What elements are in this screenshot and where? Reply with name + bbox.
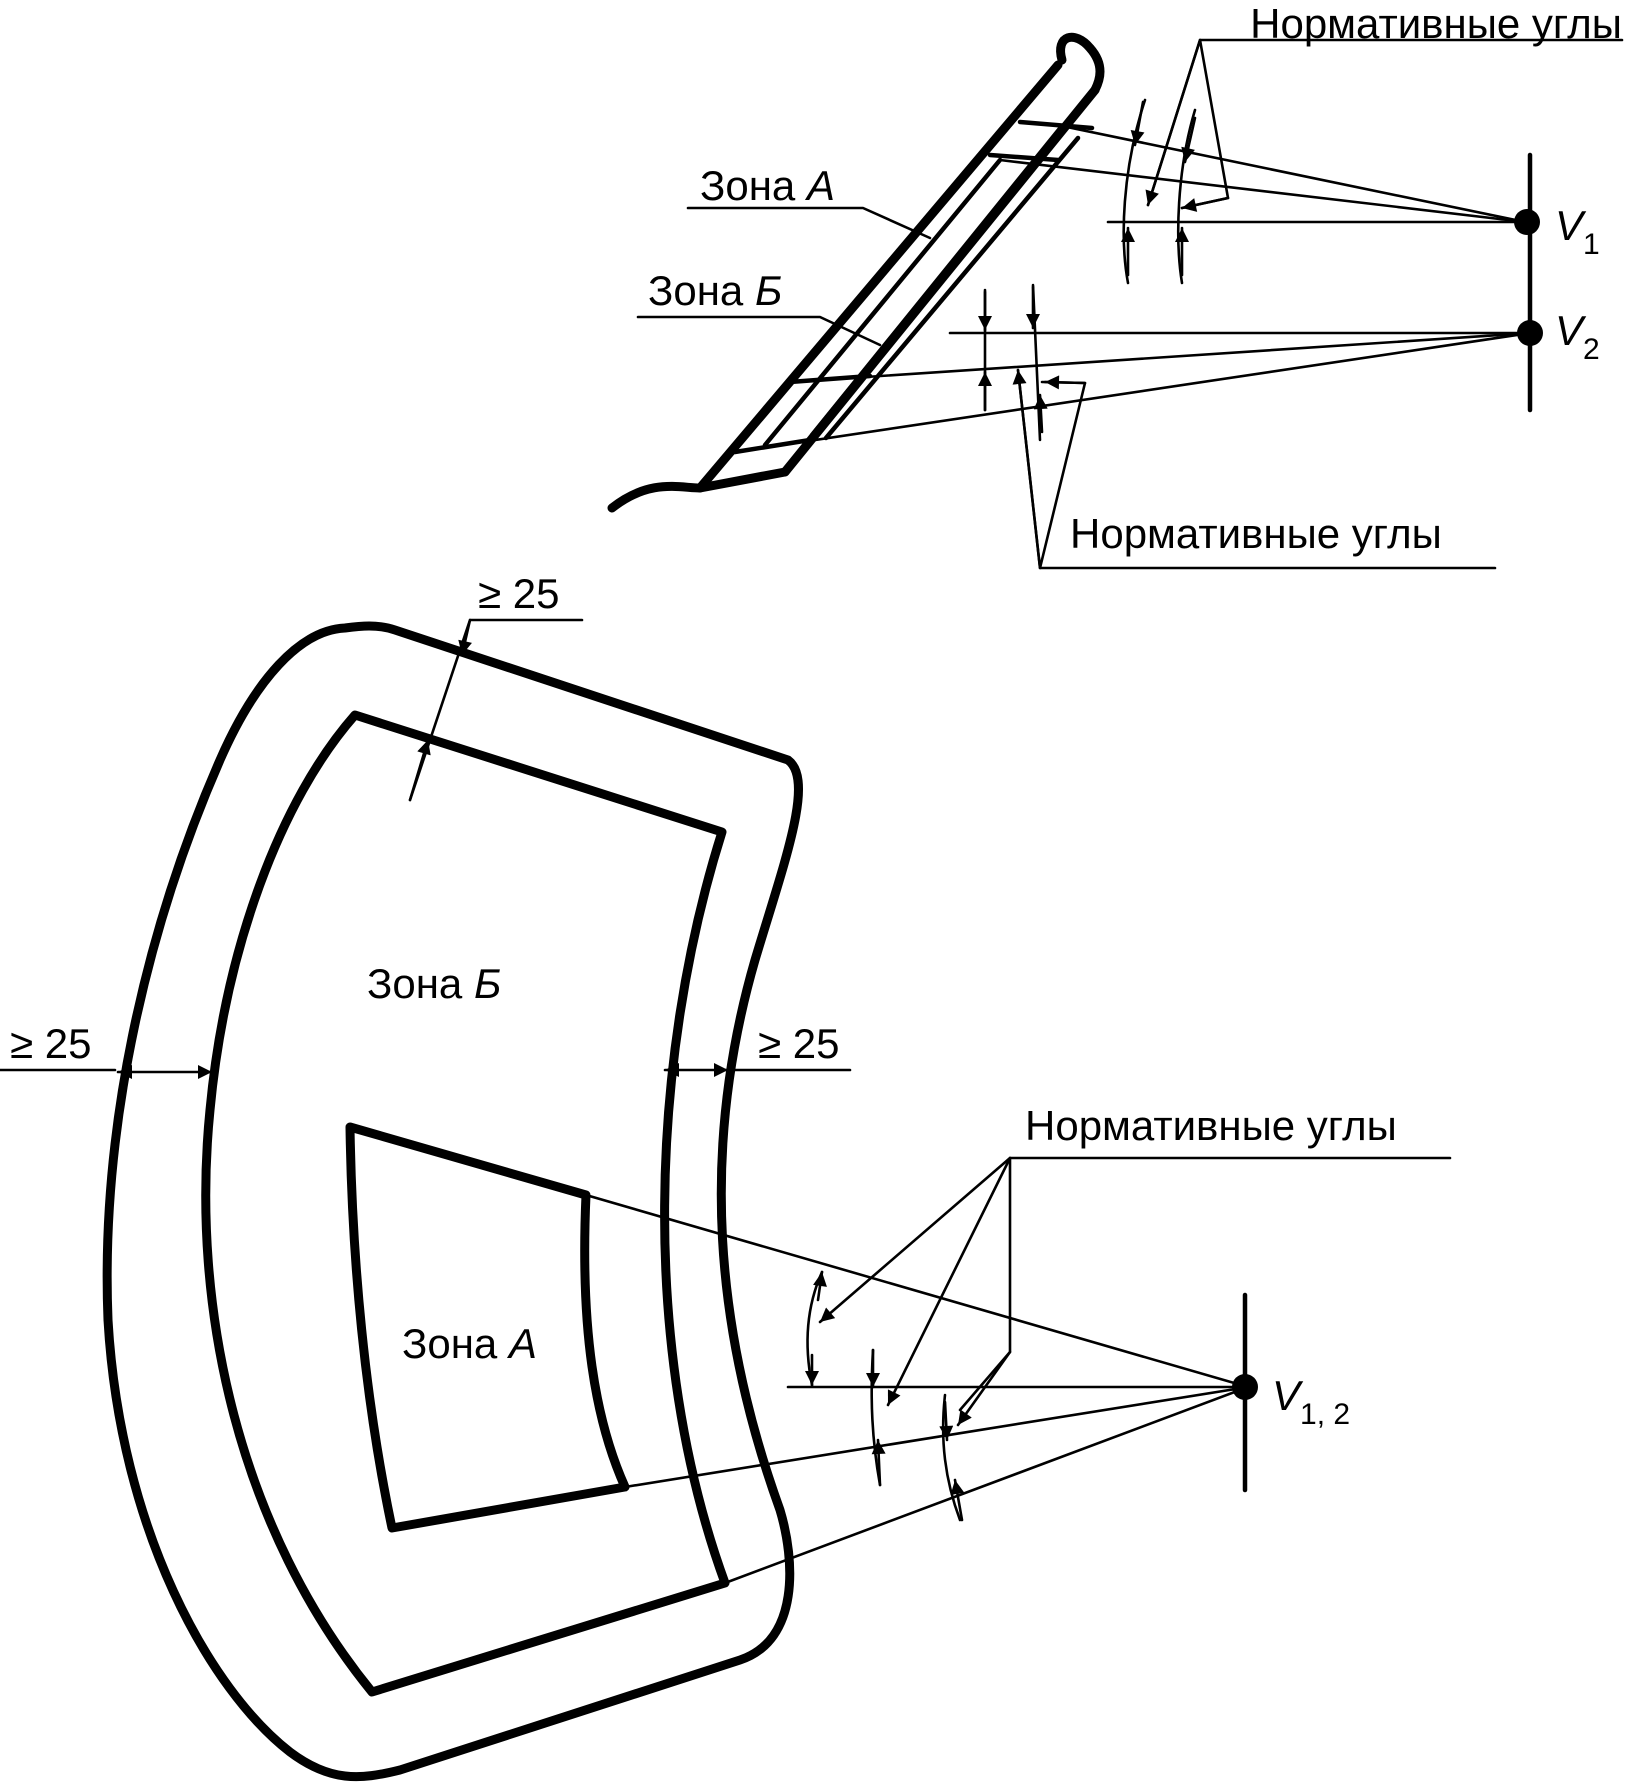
leader-top-arrow-2: [1180, 196, 1230, 212]
dim-top-arrow-outer: [458, 618, 472, 657]
leader-front-arrow-1: [818, 1156, 1012, 1324]
windshield-outer-edge: [695, 60, 1063, 493]
normative-angles-label-front: Нормативные углы: [1025, 1102, 1397, 1149]
zone-strip-line-1: [809, 123, 1065, 438]
v12-sightline-lower: [723, 1385, 1250, 1585]
dim-left-label: ≥ 25: [10, 1020, 91, 1067]
front-angle-arrow-3b: [950, 1478, 965, 1522]
v1-angle-arrow-a: [1130, 100, 1145, 147]
v1-angle-arrow-c: [1181, 116, 1197, 164]
front-angle-arrow-1a: [813, 1270, 827, 1302]
leader-front-arrow-3: [956, 1350, 1012, 1427]
v2-sightline-lower: [733, 331, 1532, 454]
normative-angles-label-top: Нормативные углы: [1250, 0, 1622, 47]
v1-angle-arc-right: [1176, 108, 1197, 285]
v1-sightline-upper: [1060, 124, 1527, 224]
glass-section-upper: [987, 152, 1061, 163]
dim-top-arrow-inner: [408, 738, 431, 802]
front-view: ≥ 25 ≥ 25 ≥ 25 Зона Б Зона А Нормативные…: [0, 570, 1452, 1782]
leader-mid-arrow-2: [1043, 375, 1087, 390]
v2-label: V2: [1555, 307, 1600, 366]
normative-angles-label-mid: Нормативные углы: [1070, 510, 1442, 557]
v1-label: V1: [1555, 202, 1600, 261]
leader-zone-b-side: [636, 315, 882, 347]
v12-sightline-middle: [623, 1385, 1250, 1489]
zone-strip-line-2: [823, 135, 1081, 441]
leader-top-arrow-1: [1145, 38, 1202, 207]
front-angle-arrow-3a: [939, 1400, 954, 1442]
leader-mid-arrow-1: [1012, 368, 1042, 570]
v2-angle-arrow-d: [1033, 393, 1048, 434]
dashboard-contour: [607, 467, 790, 513]
v12-label: V1, 2: [1272, 1372, 1350, 1431]
zone-a-front-label: Зона А: [402, 1320, 537, 1367]
zone-a-contour: [345, 1122, 630, 1533]
windshield-inner-edge: [780, 85, 1100, 477]
front-angle-arc-3: [941, 1393, 962, 1522]
zone-b-contour: [201, 710, 730, 1697]
v1-eye-point: [1514, 209, 1540, 235]
v2-sightline-upper: [788, 331, 1532, 384]
v1-sightline-lower: [998, 158, 1527, 224]
side-view: Нормативные углы Нормативные углы Зона А…: [607, 0, 1624, 570]
glass-section-top: [1017, 119, 1095, 131]
leader-front-arrow-2: [886, 1156, 1012, 1407]
zone-strip-line-3: [762, 157, 1003, 448]
v12-eye-point: [1232, 1374, 1258, 1400]
zone-b-front-label: Зона Б: [367, 960, 501, 1007]
windshield-top-cap: [1056, 32, 1105, 95]
leader-front-normative-angles: [958, 1156, 1452, 1412]
front-angle-arrow-2b: [871, 1438, 886, 1487]
zone-b-side-label: Зона Б: [648, 267, 782, 314]
zone-a-side-label: Зона А: [700, 162, 835, 209]
leader-zone-a-side: [686, 206, 932, 240]
v12-sightline-upper: [584, 1193, 1250, 1389]
leader-top-normative-angles: [1146, 38, 1624, 210]
dim-right-label: ≥ 25: [758, 1020, 839, 1067]
v2-eye-point: [1517, 320, 1543, 346]
dim-top-label: ≥ 25: [478, 570, 559, 617]
windshield-outer-contour: [102, 621, 804, 1782]
